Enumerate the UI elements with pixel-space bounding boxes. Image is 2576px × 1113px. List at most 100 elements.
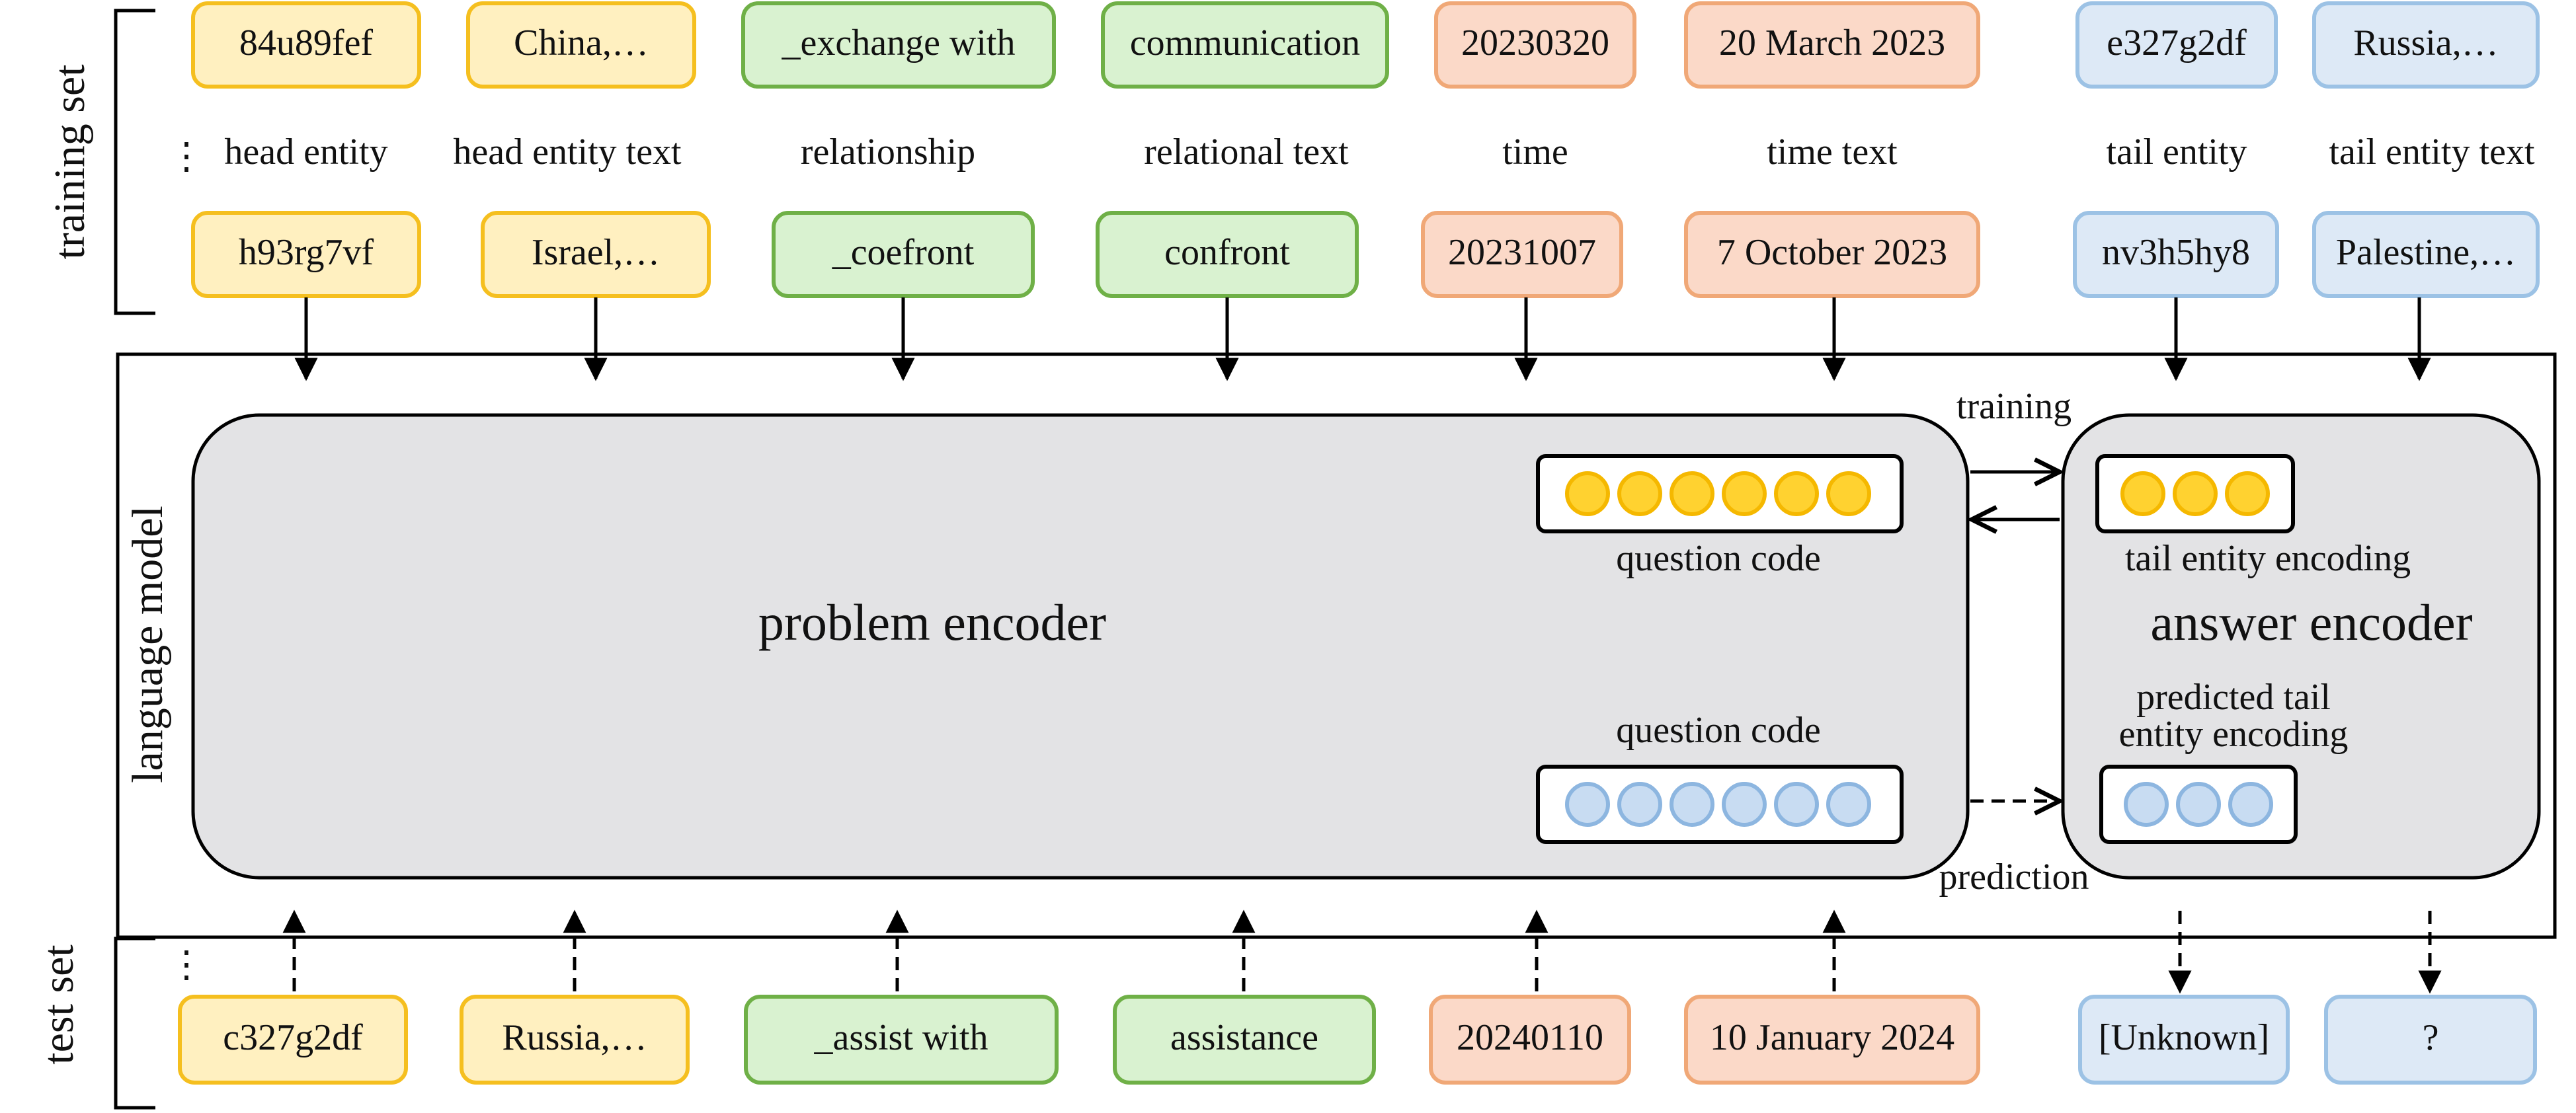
header-head-entity: head entity	[224, 132, 387, 173]
training-row-2: h93rg7vf Israel,… _coefront confront 202…	[191, 211, 2540, 298]
train2-head-text: Israel,…	[532, 232, 660, 273]
problem-encoder-box	[191, 413, 1970, 880]
blue-circle	[2228, 782, 2273, 827]
prediction-label: prediction	[1939, 857, 2089, 898]
train1-tail-text: Russia,…	[2353, 22, 2498, 63]
question-code-top-circles	[1565, 471, 1871, 516]
blue-circle	[1565, 782, 1610, 827]
yellow-circle	[1565, 471, 1610, 516]
train2-time-text-box	[1684, 211, 1980, 298]
header-time: time	[1502, 132, 1568, 173]
header-relational-text: relational text	[1144, 132, 1349, 173]
train2-time: 20231007	[1448, 232, 1596, 273]
blue-circle	[1826, 782, 1871, 827]
test-tail-entity: [Unknown]	[2099, 1017, 2269, 1058]
test-relationship-box	[744, 995, 1059, 1085]
header-relationship: relationship	[801, 132, 975, 173]
yellow-circle	[1722, 471, 1767, 516]
answer-encoder-title: answer encoder	[2150, 594, 2472, 651]
train1-relational-text: communication	[1130, 22, 1360, 63]
test-head-text: Russia,…	[502, 1017, 647, 1058]
train2-relationship-box	[772, 211, 1035, 298]
yellow-circle	[2225, 471, 2270, 516]
test-set-bracket	[114, 937, 155, 1110]
train2-head-text-box	[481, 211, 711, 298]
test-relational-text-box	[1113, 995, 1376, 1085]
train1-head-text: China,…	[514, 22, 649, 63]
train2-time-text: 7 October 2023	[1717, 232, 1947, 273]
header-tail-entity-text: tail entity text	[2329, 132, 2534, 173]
test-time-text: 10 January 2024	[1710, 1017, 1954, 1058]
blue-circle	[2124, 782, 2169, 827]
test-time-box	[1429, 995, 1631, 1085]
yellow-circle	[1826, 471, 1871, 516]
train1-time-text-box	[1684, 1, 1980, 89]
train1-head-text-box	[466, 1, 696, 89]
training-arrows	[1970, 472, 2060, 519]
train1-time-box	[1434, 1, 1636, 89]
test-relational-text: assistance	[1170, 1017, 1318, 1058]
test-head-text-box	[460, 995, 690, 1085]
train2-head-entity: h93rg7vf	[239, 232, 374, 273]
train1-time-text: 20 March 2023	[1719, 22, 1945, 63]
blue-circle	[1722, 782, 1767, 827]
tail-entity-encoding-label: tail entity encoding	[2125, 538, 2411, 579]
test-tail-entity-box	[2078, 995, 2290, 1085]
yellow-circle	[1670, 471, 1714, 516]
test-head-entity: c327g2df	[223, 1017, 363, 1058]
test-time-text-box	[1684, 995, 1980, 1085]
train1-time: 20230320	[1461, 22, 1609, 63]
train2-relational-text: confront	[1164, 232, 1290, 273]
test-row: c327g2df Russia,… _assist with assistanc…	[178, 995, 2537, 1085]
yellow-circle	[1774, 471, 1819, 516]
train1-head-entity-box	[191, 1, 421, 89]
header-time-text: time text	[1767, 132, 1898, 173]
test-head-entity-box	[178, 995, 408, 1085]
tail-encoding-circles	[2120, 471, 2270, 516]
header-tail-entity: tail entity	[2106, 132, 2247, 173]
test-output-arrows	[2168, 911, 2442, 994]
test-set-label: test set	[34, 944, 83, 1064]
train1-tail-entity-box	[2075, 1, 2278, 89]
train1-relationship: _exchange with	[782, 22, 1016, 63]
training-set-bracket	[114, 9, 155, 315]
column-headers: head entity head entity text relationshi…	[224, 132, 2535, 173]
train1-tail-entity: e327g2df	[2107, 22, 2247, 63]
blue-circle	[2176, 782, 2221, 827]
predicted-encoding-circles	[2124, 782, 2273, 827]
question-code-bottom-label: question code	[1616, 710, 1820, 751]
train2-relationship: _coefront	[832, 232, 975, 273]
training-set-label: training set	[46, 64, 94, 259]
train1-relationship-box	[741, 1, 1056, 89]
train2-tail-text-box	[2312, 211, 2540, 298]
language-model-frame	[116, 352, 2557, 939]
blue-circle	[1774, 782, 1819, 827]
problem-encoder-title: problem encoder	[758, 594, 1106, 651]
train2-head-entity-box	[191, 211, 421, 298]
question-code-bottom-circles	[1565, 782, 1871, 827]
train2-tail-entity-box	[2073, 211, 2279, 298]
question-code-top-label: question code	[1616, 538, 1820, 579]
blue-circle	[1617, 782, 1662, 827]
train2-tail-text: Palestine,…	[2336, 232, 2516, 273]
train2-tail-entity: nv3h5hy8	[2102, 232, 2250, 273]
test-relationship: _assist with	[814, 1017, 988, 1058]
test-input-arrows	[282, 909, 1846, 991]
train2-time-box	[1421, 211, 1623, 298]
test-tail-text-box	[2324, 995, 2537, 1085]
train1-relational-text-box	[1101, 1, 1389, 89]
yellow-circle	[2173, 471, 2218, 516]
test-time: 20240110	[1457, 1017, 1603, 1058]
training-input-arrows	[294, 297, 2431, 381]
yellow-circle	[2120, 471, 2165, 516]
header-head-entity-text: head entity text	[453, 132, 682, 173]
test-set-ellipsis: ⋮	[168, 944, 205, 985]
training-set-ellipsis: ⋮	[168, 136, 205, 177]
language-model-label: language model	[124, 506, 172, 783]
predicted-tail-label-line1: predicted tail	[2136, 677, 2331, 718]
test-tail-text: ?	[2423, 1017, 2439, 1058]
training-label: training	[1956, 386, 2072, 427]
train1-head-entity: 84u89fef	[239, 22, 374, 63]
train2-relational-text-box	[1096, 211, 1359, 298]
